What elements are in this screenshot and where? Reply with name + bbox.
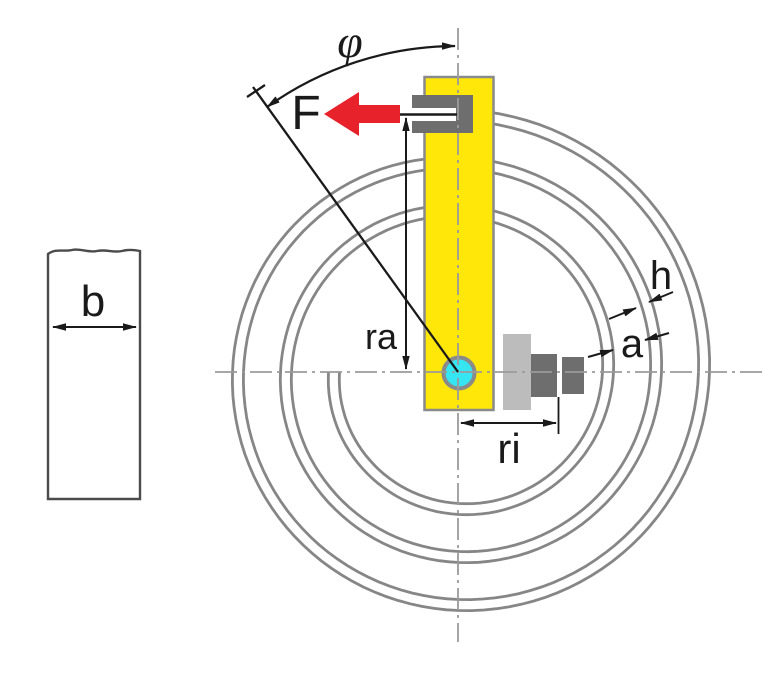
clamp-hub-dark <box>531 354 557 397</box>
spiral-band-inner-edge <box>241 119 701 602</box>
clamp-shaft-end-dark <box>562 357 584 394</box>
thickness-annotation: h <box>608 254 674 320</box>
force-annotation: F <box>291 87 400 140</box>
force-label: F <box>291 87 320 140</box>
phi-angle-arc <box>266 42 456 108</box>
gap-annotation: a <box>587 322 670 366</box>
lever-end-tick <box>246 84 266 98</box>
ri-label: ri <box>497 425 520 472</box>
h-arrow-inner <box>608 307 637 320</box>
a-label: a <box>621 322 644 366</box>
strip-section-view: b <box>46 248 142 501</box>
ri-dimension: ri <box>460 397 560 472</box>
phi-label: φ <box>337 16 362 67</box>
h-arrow-outer <box>648 291 674 303</box>
deflection-annotation: φ <box>246 16 459 373</box>
outer-end-clamp <box>400 95 473 133</box>
a-arrow-left <box>587 349 614 358</box>
ra-dimension: ra <box>365 117 410 370</box>
centerlines <box>215 28 762 642</box>
ra-label: ra <box>365 316 398 357</box>
spiral-spring-coils <box>230 108 712 613</box>
force-arrow <box>324 92 400 136</box>
width-b-label: b <box>81 277 105 326</box>
h-label: h <box>650 254 672 298</box>
deflected-lever-line <box>252 86 459 373</box>
a-arrow-right <box>644 332 670 341</box>
spiral-band-outer-edge <box>230 108 712 613</box>
strip-section-outline <box>46 248 142 501</box>
center-shaft <box>441 355 477 391</box>
